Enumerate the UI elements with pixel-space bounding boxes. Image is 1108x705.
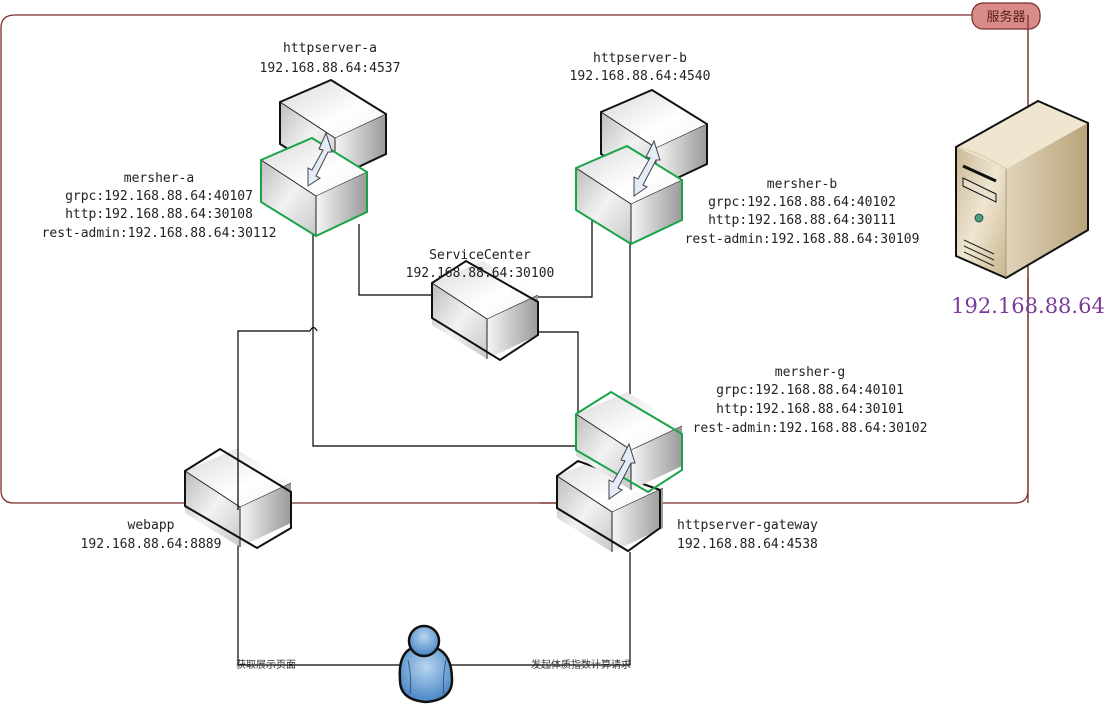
mersher-g-label: mersher-g grpc:192.168.88.64:40101 http:… [693, 365, 928, 436]
servicecenter-node[interactable] [431, 259, 539, 362]
arrow-httpserver-b-mersher-b [633, 139, 661, 197]
server-machine-icon [955, 99, 1089, 503]
httpserver-a-addr: 192.168.88.64:4537 [260, 61, 401, 76]
group-badge-label: 服务器 [986, 9, 1025, 25]
arrow-mersher-g-gateway [608, 442, 636, 500]
webapp-node[interactable] [184, 447, 292, 550]
httpserver-gateway-label: httpserver-gateway 192.168.88.64:4538 [677, 518, 818, 552]
httpserver-b-addr: 192.168.88.64:4540 [570, 69, 711, 84]
edge-label-bmi-request: 发起体质指数计算请求 [531, 658, 631, 671]
server-group-frame [0, 14, 1029, 504]
mersher-b-label: mersher-b grpc:192.168.88.64:40102 http:… [685, 177, 920, 247]
servicecenter-addr: 192.168.88.64:30100 [406, 266, 555, 281]
edge-servicecenter-mersher-g [535, 331, 579, 412]
mersher-a-grpc: grpc:192.168.88.64:40107 [65, 189, 253, 204]
edge-gateway-user [530, 552, 631, 666]
httpserver-a-name: httpserver-a [283, 41, 377, 56]
user-icon[interactable] [398, 624, 454, 704]
edge-mersher-a-mersher-g [312, 224, 576, 447]
webapp-addr: 192.168.88.64:8889 [81, 537, 222, 552]
httpserver-b-name: httpserver-b [593, 51, 687, 66]
edge-label-get-page: 获取展示页面 [236, 659, 296, 671]
mersher-b-grpc: grpc:192.168.88.64:40102 [708, 195, 896, 210]
webapp-name: webapp [128, 518, 175, 533]
edge-mersher-a-servicecenter [358, 224, 432, 296]
mersher-g-grpc: grpc:192.168.88.64:40101 [716, 383, 904, 398]
httpserver-b-label: httpserver-b 192.168.88.64:4540 [570, 51, 711, 84]
mersher-a-node[interactable] [260, 136, 368, 238]
mersher-a-name: mersher-a [124, 171, 194, 186]
mersher-g-node[interactable] [575, 390, 683, 494]
mersher-b-http: http:192.168.88.64:30111 [708, 213, 896, 228]
mersher-b-node[interactable] [575, 144, 683, 246]
servicecenter-label: ServiceCenter 192.168.88.64:30100 [406, 248, 555, 281]
edge-webapp-servicecenter [237, 330, 310, 457]
edge-mersher-b-servicecenter [535, 218, 593, 298]
mersher-a-label: mersher-a grpc:192.168.88.64:40107 http:… [42, 171, 277, 241]
httpserver-a-node[interactable] [279, 78, 387, 180]
webapp-label: webapp 192.168.88.64:8889 [81, 518, 222, 552]
mersher-a-http: http:192.168.88.64:30108 [65, 207, 253, 222]
httpserver-b-node[interactable] [600, 88, 708, 190]
mersher-b-rest: rest-admin:192.168.88.64:30109 [685, 232, 920, 247]
arrow-httpserver-a-mersher-a [307, 131, 333, 187]
mersher-g-http: http:192.168.88.64:30101 [716, 402, 904, 417]
server-machine-ip: 192.168.88.64 [951, 294, 1105, 318]
httpserver-a-label: httpserver-a 192.168.88.64:4537 [260, 41, 401, 76]
mersher-a-rest: rest-admin:192.168.88.64:30112 [42, 226, 277, 241]
httpserver-gateway-addr: 192.168.88.64:4538 [677, 537, 818, 552]
httpserver-gateway-name: httpserver-gateway [677, 518, 818, 533]
connections [237, 15, 1029, 666]
group-badge: 服务器 [971, 2, 1041, 30]
edge-webapp-user [237, 545, 300, 666]
servicecenter-name: ServiceCenter [429, 248, 531, 263]
mersher-b-name: mersher-b [767, 177, 838, 192]
mersher-g-rest: rest-admin:192.168.88.64:30102 [693, 421, 928, 436]
mersher-g-name: mersher-g [775, 365, 845, 380]
httpserver-gateway-node[interactable] [556, 454, 664, 553]
